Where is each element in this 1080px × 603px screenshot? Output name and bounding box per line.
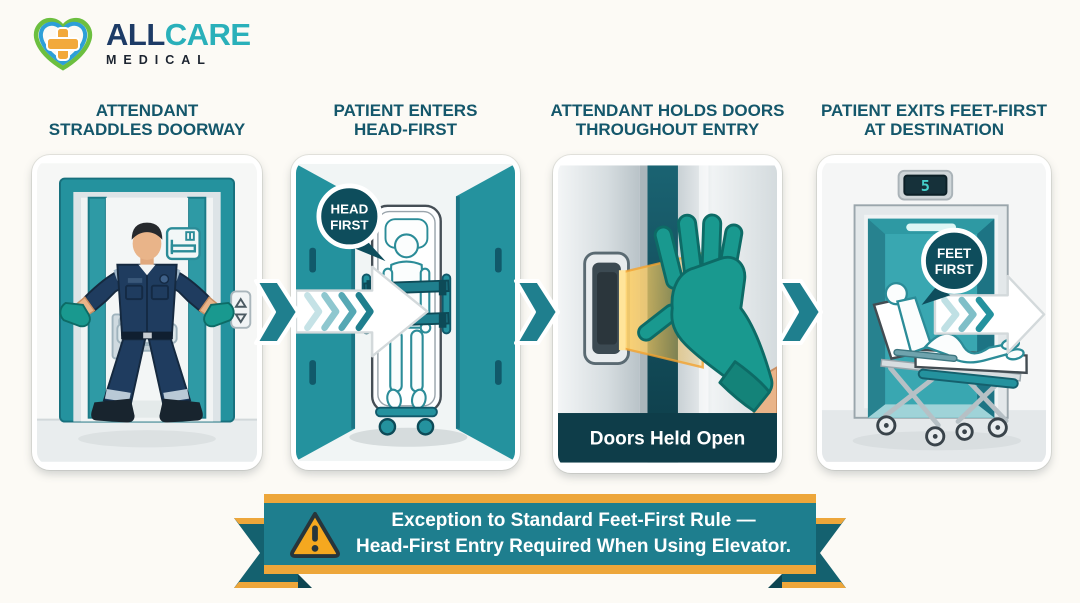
patient-exits-feet-first-illustration: 5: [822, 163, 1046, 462]
step-4-panel: 5: [817, 155, 1051, 470]
step-2-title: PATIENT ENTERS HEAD-FIRST: [333, 101, 478, 139]
step-3-title: ATTENDANT HOLDS DOORS THROUGHOUT ENTRY: [550, 101, 785, 139]
gloved-hand: [637, 213, 777, 426]
step-4-title: PATIENT EXITS FEET-FIRST AT DESTINATION: [820, 101, 1048, 139]
step-1-panel: [32, 155, 262, 470]
attendant-holds-doors-illustration: Doors Held Open: [558, 165, 777, 463]
logo-all: ALL: [106, 17, 165, 53]
entry-arrow: [296, 265, 429, 358]
ribbon-background: [234, 494, 846, 588]
svg-text:FIRST: FIRST: [330, 218, 369, 233]
step-2-panel: HEAD FIRST: [291, 155, 520, 470]
elevator-call-buttons: [230, 290, 252, 329]
logo-medical: MEDICAL: [106, 53, 212, 68]
svg-text:HEAD: HEAD: [330, 201, 368, 216]
logo: ALLCARE MEDICAL: [28, 12, 251, 74]
attendant-straddles-doorway-illustration: [37, 163, 257, 462]
patient-enters-head-first-illustration: HEAD FIRST: [296, 163, 515, 462]
heart-cross-icon: [33, 18, 93, 71]
arrow-step3-to-step4: [777, 279, 823, 345]
arrow-step2-to-step3: [514, 279, 560, 345]
svg-text:FIRST: FIRST: [935, 262, 975, 277]
step-1-title: ATTENDANT STRADDLES DOORWAY: [48, 101, 246, 139]
attendant-figure: [59, 222, 235, 448]
door-sensor: [583, 251, 630, 365]
svg-text:5: 5: [921, 177, 930, 195]
svg-text:FEET: FEET: [937, 246, 972, 261]
exit-arrow: [933, 274, 1046, 354]
head-first-bubble: HEAD FIRST: [316, 183, 386, 262]
floor-indicator: 5: [897, 169, 954, 201]
banner-text: Exception to Standard Feet-First Rule — …: [356, 510, 791, 557]
logo-wordmark: ALLCARE: [106, 19, 251, 50]
logo-care: CARE: [164, 17, 251, 53]
doors-held-open-caption: Doors Held Open: [590, 428, 745, 449]
step-3-panel: Doors Held Open: [553, 155, 782, 473]
hospital-bed-sign-icon: [165, 227, 201, 261]
feet-first-bubble: FEET FIRST: [921, 227, 988, 305]
warning-icon: [290, 511, 340, 558]
exception-banner: Exception to Standard Feet-First Rule — …: [234, 494, 846, 594]
arrow-step1-to-step2: [254, 279, 300, 345]
